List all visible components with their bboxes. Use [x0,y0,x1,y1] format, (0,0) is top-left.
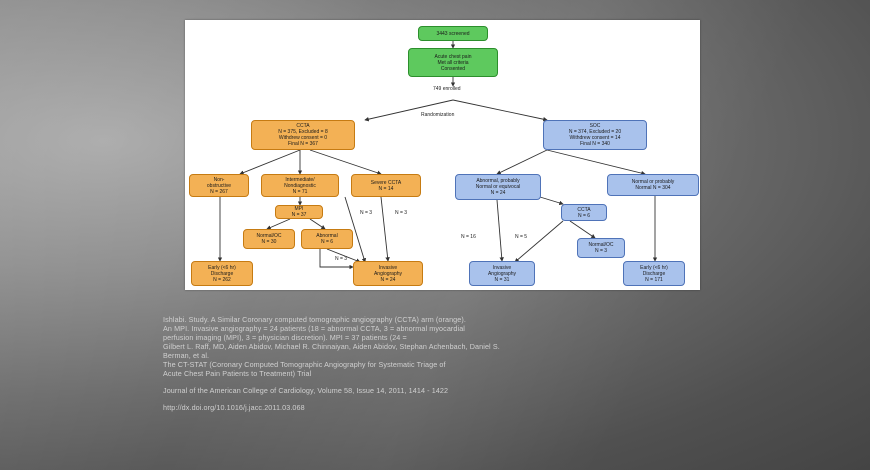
ccta-arm-box: CCTA N = 375, Excluded = 8 Withdrew cons… [251,120,355,150]
soc-ccta-box: CCTA N = 6 [561,204,607,221]
acute-chest-pain-box: Acute chest pain Met all criteria Consen… [408,48,498,77]
caption-line: perfusion imaging (MPI), 3 = physician d… [163,333,407,342]
enrolled-label: 749 enrolled [433,86,461,92]
normal-mpi-box: Normal/OC N = 30 [243,229,295,249]
n5-label: N = 5 [515,234,528,240]
early-discharge-soc-box: Early (<6 hr) Discharge N = 171 [623,261,685,286]
figure-caption: Ishlabi. Study. A Similar Coronary compu… [163,315,683,412]
caption-line: Gilbert L. Raff, MD, Aiden Abidov, Micha… [163,342,500,351]
intermediate-box: Intermediate/ Nondiagnostic N = 71 [261,174,339,197]
abnormal-mpi-box: Abnormal N = 6 [301,229,353,249]
caption-line: Berman, et al. [163,351,210,360]
caption-line: An MPI. Invasive angiography = 24 patien… [163,324,466,333]
n3-label-b: N = 3 [395,210,408,216]
screened-box: 3443 screened [418,26,488,41]
doi-link[interactable]: http://dx.doi.org/10.1016/j.jacc.2011.03… [163,403,305,412]
mpi-box: MPI N = 37 [275,205,323,219]
journal-citation: Journal of the American College of Cardi… [163,386,449,395]
trial-flowchart: 3443 screened Acute chest pain Met all c… [185,20,700,290]
invasive-angiography-ccta-box: Invasive Angiography N = 24 [353,261,423,286]
caption-line: Acute Chest Pain Patients to Treatment) … [163,369,312,378]
caption-line: The CT-STAT (Coronary Computed Tomograph… [163,360,446,369]
soc-abnormal-box: Abnormal, probably Normal or equivocal N… [455,174,541,200]
soc-normal-oc-box: Normal/OC N = 3 [577,238,625,258]
nonobstructive-box: Non- obstructive N = 267 [189,174,249,197]
n3-label-c: N = 3 [335,256,348,262]
caption-line: Ishlabi. Study. A Similar Coronary compu… [163,315,466,324]
invasive-angiography-soc-box: Invasive Angiography N = 31 [469,261,535,286]
n16-label: N = 16 [461,234,476,240]
severe-ccta-box: Severe CCTA N = 14 [351,174,421,197]
n3-label-a: N = 3 [360,210,373,216]
soc-normal-box: Normal or probably Normal N = 304 [607,174,699,196]
soc-arm-box: SOC N = 374, Excluded = 20 Withdrew cons… [543,120,647,150]
early-discharge-ccta-box: Early (<6 hr) Discharge N = 262 [191,261,253,286]
randomization-label: Randomization [421,112,455,118]
